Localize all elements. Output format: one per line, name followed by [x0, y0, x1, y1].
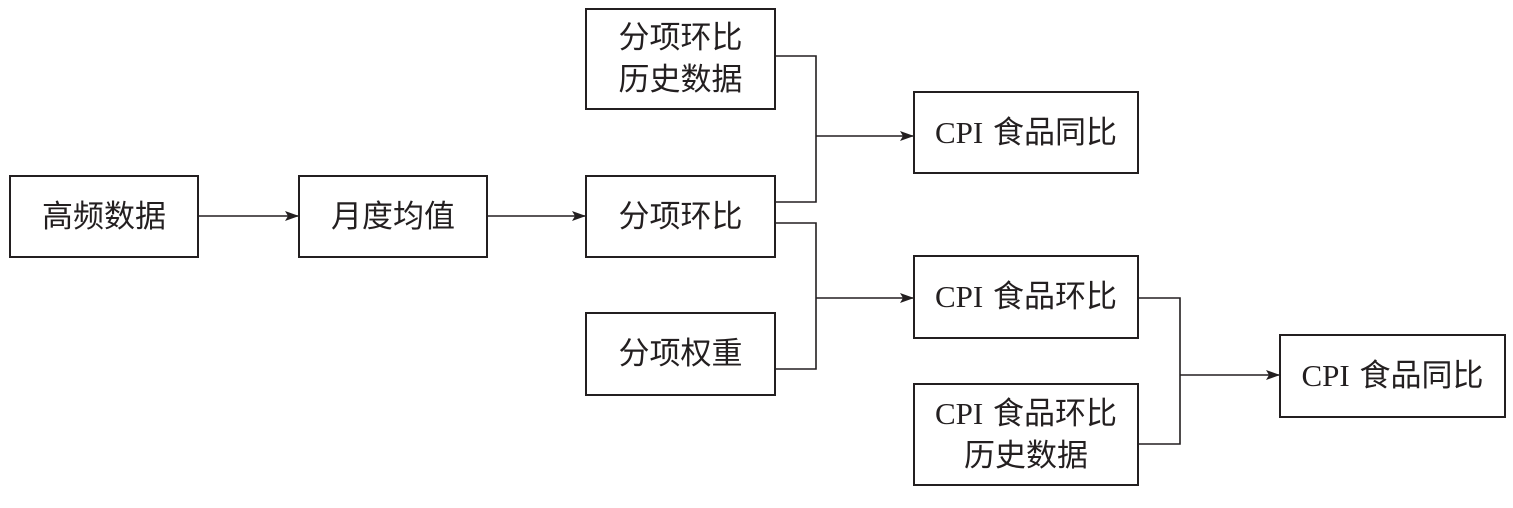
node-label-line1: 分项环比 [618, 20, 743, 56]
node-label-prefix: CPI [934, 279, 984, 314]
node-label-text: 食品同比 [993, 114, 1118, 151]
node-high-freq-data: 高频数据 [9, 175, 199, 258]
node-label: 月度均值 [331, 198, 455, 235]
node-label: CPI 食品同比 [935, 112, 1117, 154]
node-label-prefix: CPI [934, 114, 984, 150]
node-label-line1: CPI 食品环比 [935, 393, 1117, 435]
node-label: 分项环比 [618, 198, 743, 235]
edge-subhist-bracket [776, 55, 817, 203]
node-label-prefix: CPI [934, 395, 984, 431]
node-label-text: 食品环比 [993, 395, 1118, 432]
node-label: 高频数据 [42, 198, 166, 235]
node-cpi-food-mom: CPI 食品环比 [913, 255, 1139, 339]
edge-cpi-bracket [1138, 297, 1181, 445]
node-label-prefix: CPI [1301, 358, 1350, 393]
node-label-line2: 历史数据 [963, 437, 1088, 474]
node-cpi-food-yoy-final: CPI 食品同比 [1279, 334, 1506, 418]
node-monthly-average: 月度均值 [298, 175, 488, 258]
node-subitem-mom-history: 分项环比 历史数据 [585, 8, 776, 110]
node-label: 分项权重 [618, 336, 743, 372]
node-subitem-mom: 分项环比 [585, 175, 776, 258]
edge-weight-bracket [776, 222, 817, 370]
node-cpi-food-yoy-upper: CPI 食品同比 [913, 91, 1139, 174]
node-cpi-food-mom-history: CPI 食品环比 历史数据 [913, 383, 1139, 486]
node-label: CPI 食品同比 [1301, 355, 1483, 397]
node-label-text: 食品环比 [993, 279, 1118, 315]
node-label-text: 食品同比 [1359, 358, 1484, 394]
node-subitem-weight: 分项权重 [585, 312, 776, 396]
node-label-line2: 历史数据 [618, 62, 743, 98]
node-label: CPI 食品环比 [935, 276, 1117, 318]
